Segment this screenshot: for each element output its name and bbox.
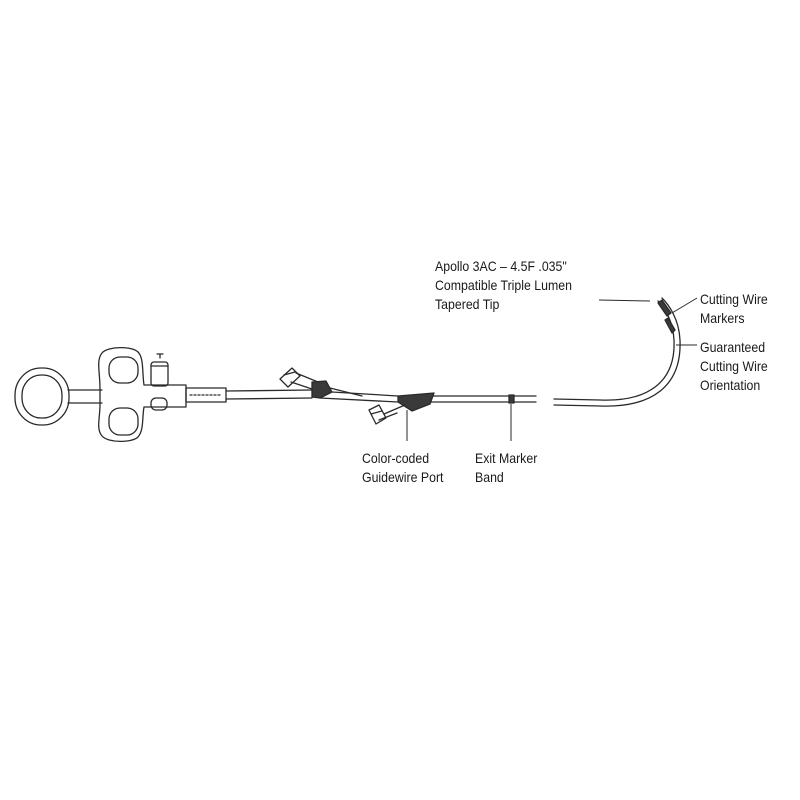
handle-body xyxy=(98,346,187,443)
cutting-wire-markers-label: Cutting Wire Markers xyxy=(700,290,768,328)
leader-line-markers xyxy=(671,297,698,314)
cutting-wire-markers xyxy=(657,299,676,334)
upper-port-hub xyxy=(279,367,363,399)
tip-title-line3: Tapered Tip xyxy=(435,296,500,312)
cylinder-cap xyxy=(150,353,169,387)
cutting-wire-markers-line2: Markers xyxy=(700,310,745,326)
thumb-ring-handle xyxy=(14,367,103,426)
exit-marker-band-line1: Exit Marker xyxy=(475,450,538,466)
guaranteed-orientation-line3: Orientation xyxy=(700,377,761,393)
guaranteed-orientation-line2: Cutting Wire xyxy=(700,358,768,374)
exit-marker-band-line2: Band xyxy=(475,469,504,485)
curved-distal-tip xyxy=(553,297,681,407)
threaded-segment xyxy=(185,387,227,403)
tip-title-line2: Compatible Triple Lumen xyxy=(435,277,572,293)
leader-line-tip xyxy=(598,299,651,302)
guidewire-port-line2: Guidewire Port xyxy=(362,469,444,485)
guaranteed-orientation-line1: Guaranteed xyxy=(700,339,766,355)
tip-title-line1: Apollo 3AC – 4.5F .035" xyxy=(435,258,567,274)
tip-title-label: Apollo 3AC – 4.5F .035" Compatible Tripl… xyxy=(435,257,572,314)
guidewire-port-hub xyxy=(368,392,435,425)
side-knob xyxy=(150,397,168,411)
exit-marker-band-label: Exit Marker Band xyxy=(475,449,537,487)
exit-marker-band xyxy=(508,394,515,404)
main-shaft xyxy=(319,391,537,403)
cutting-wire-markers-line1: Cutting Wire xyxy=(700,291,768,307)
guidewire-port-label: Color-coded Guidewire Port xyxy=(362,449,443,487)
proximal-shaft xyxy=(225,389,313,400)
guidewire-port-line1: Color-coded xyxy=(362,450,430,466)
guaranteed-orientation-label: Guaranteed Cutting Wire Orientation xyxy=(700,338,768,395)
